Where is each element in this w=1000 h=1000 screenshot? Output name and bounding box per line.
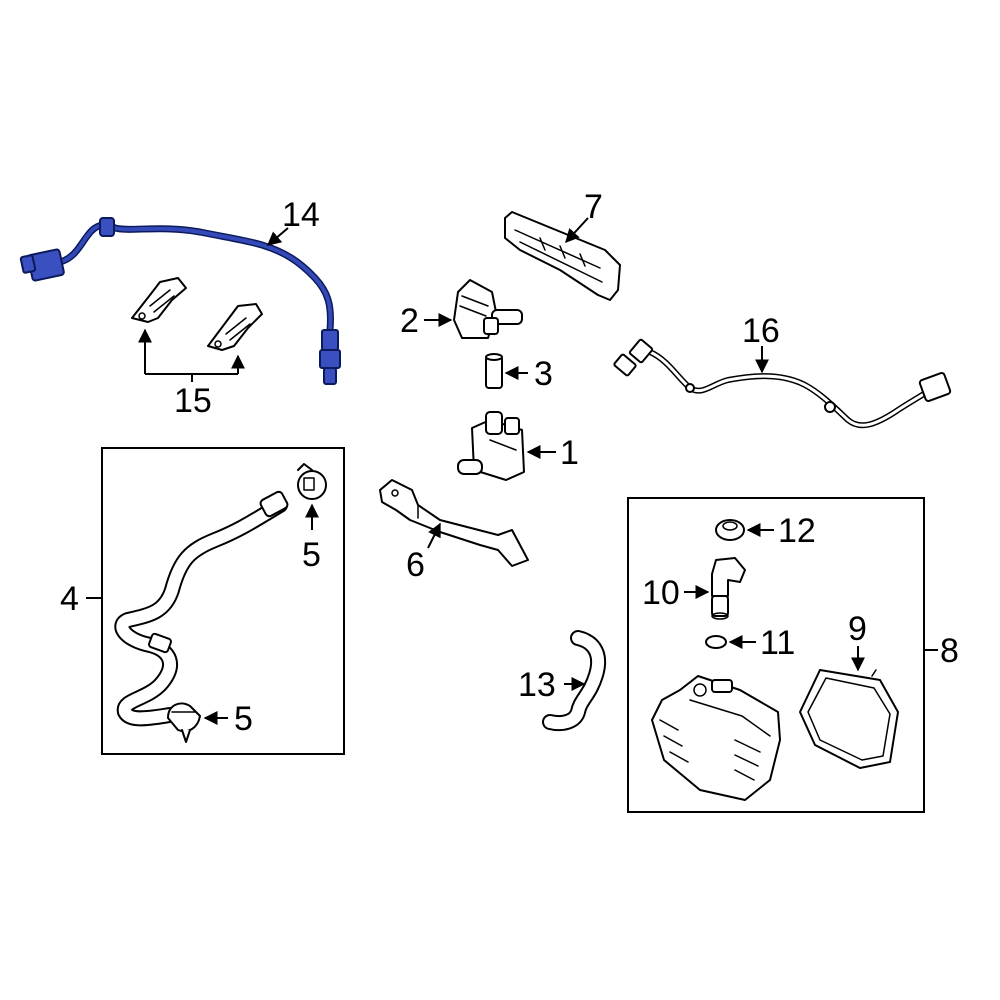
part-13-hose[interactable]: [542, 630, 607, 732]
callout-7[interactable]: 7: [584, 188, 603, 226]
part-9-gasket[interactable]: [799, 669, 899, 769]
part-1-purge-valve[interactable]: [457, 411, 525, 481]
callout-9[interactable]: 9: [848, 610, 867, 648]
part-6-mounting-bracket[interactable]: [379, 479, 529, 567]
callout-5-bottom[interactable]: 5: [234, 700, 253, 738]
callout-6[interactable]: 6: [406, 546, 425, 584]
part-2-pressure-sensor[interactable]: [453, 279, 523, 339]
part-5-clamp-top[interactable]: [297, 463, 327, 500]
callout-16[interactable]: 16: [742, 312, 780, 350]
callout-1[interactable]: 1: [560, 434, 579, 472]
callout-13[interactable]: 13: [518, 666, 556, 704]
part-3-sleeve[interactable]: [485, 353, 503, 389]
part-15-bracket-right[interactable]: [207, 303, 263, 351]
callout-11[interactable]: 11: [760, 624, 795, 662]
callout-8[interactable]: 8: [940, 632, 959, 670]
part-15-bracket-left[interactable]: [131, 277, 187, 323]
frame-part-4: [101, 447, 345, 755]
callout-2[interactable]: 2: [400, 302, 419, 340]
callout-4[interactable]: 4: [60, 580, 79, 618]
callout-12[interactable]: 12: [778, 512, 816, 550]
callout-10[interactable]: 10: [642, 574, 680, 612]
part-4-hose[interactable]: [114, 490, 289, 727]
part-8-canister[interactable]: [651, 675, 781, 801]
part-11-o-ring[interactable]: [705, 635, 727, 649]
leader-15: [138, 328, 245, 382]
part-10-check-valve[interactable]: [711, 557, 746, 620]
callout-14[interactable]: 14: [282, 196, 320, 234]
leader-7: [565, 217, 589, 244]
part-16-oxygen-sensor[interactable]: [613, 338, 952, 429]
part-5-clamp-bottom[interactable]: [167, 702, 201, 743]
callout-5-top[interactable]: 5: [302, 536, 321, 574]
callout-3[interactable]: 3: [534, 355, 553, 393]
part-12-grommet[interactable]: [715, 519, 745, 541]
part-14-oxygen-sensor[interactable]: [19, 217, 341, 385]
callout-15[interactable]: 15: [174, 382, 212, 420]
frame-part-8: [627, 497, 925, 813]
leader-6: [427, 522, 441, 549]
leader-14: [266, 227, 289, 246]
